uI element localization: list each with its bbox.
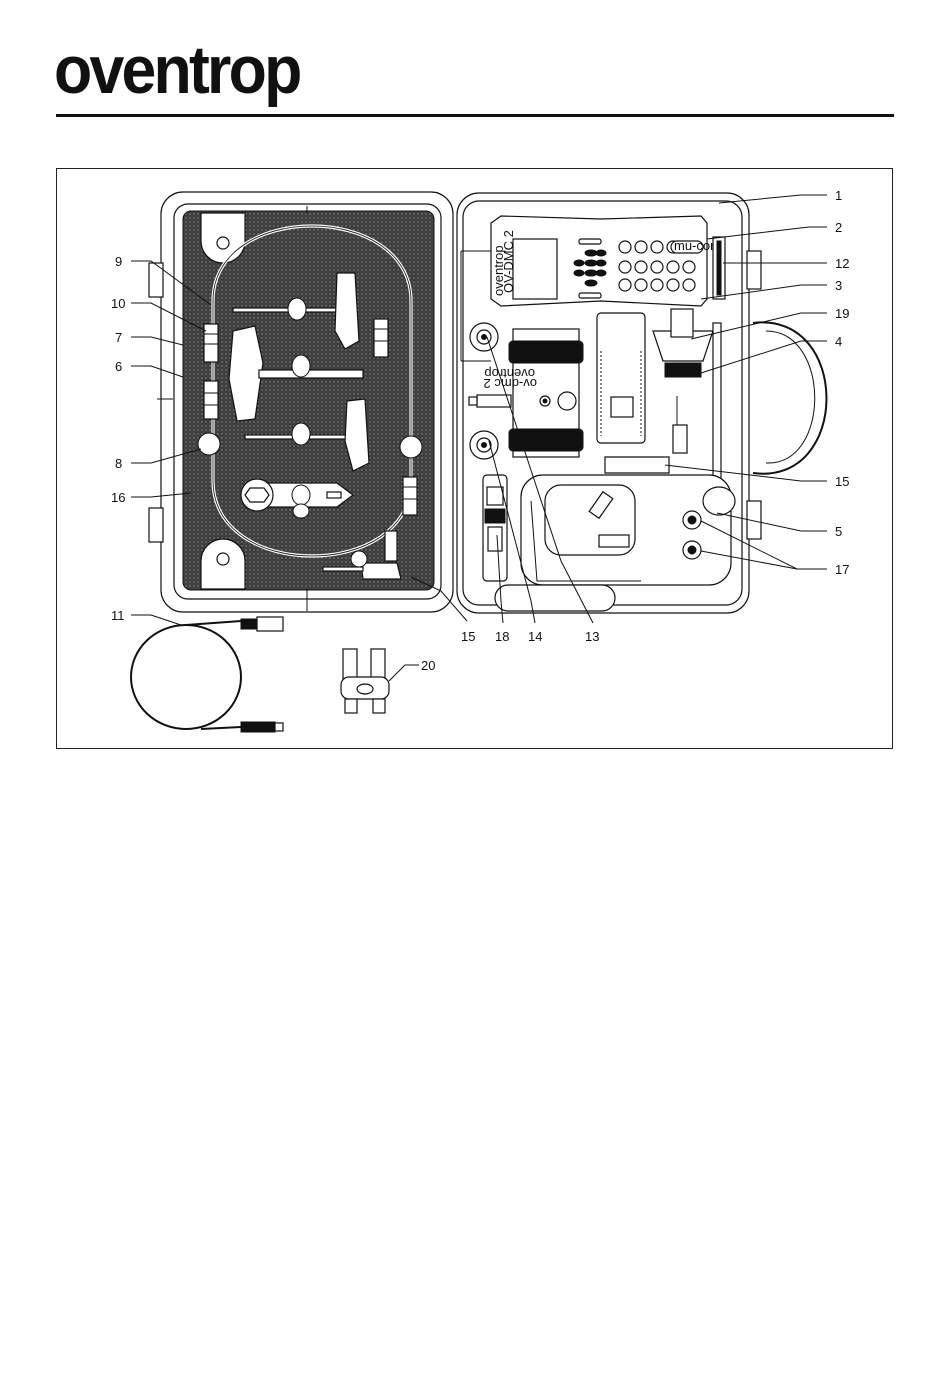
right-case-half: oventrop OV-DMC 2 mu-cons — [457, 193, 827, 613]
callout-15-left: 15 — [461, 629, 475, 644]
callout-5: 5 — [835, 524, 842, 539]
module-model-text: ov-dmc 2 — [484, 376, 537, 391]
callout-14: 14 — [528, 629, 542, 644]
dual-adapter — [341, 649, 389, 713]
meter-model-text: OV-DMC 2 — [501, 230, 516, 293]
header-rule — [56, 114, 894, 117]
usb-cable — [131, 617, 283, 732]
callout-11: 11 — [111, 608, 125, 623]
callout-15-right: 15 — [835, 474, 849, 489]
callout-18: 18 — [495, 629, 509, 644]
case-diagram-figure: oventrop OV-DMC 2 mu-cons — [56, 168, 893, 749]
callout-20: 20 — [421, 658, 435, 673]
case-diagram: oventrop OV-DMC 2 mu-cons — [57, 169, 894, 750]
callout-12: 12 — [835, 256, 849, 271]
callout-10: 10 — [111, 296, 125, 311]
callout-6: 6 — [115, 359, 122, 374]
callout-8: 8 — [115, 456, 122, 471]
callout-13: 13 — [585, 629, 599, 644]
callout-1: 1 — [835, 188, 842, 203]
oventrop-logo: oventrop — [54, 30, 266, 110]
callout-2: 2 — [835, 220, 842, 235]
callout-4: 4 — [835, 334, 842, 349]
callout-9: 9 — [115, 254, 122, 269]
callout-16: 16 — [111, 490, 125, 505]
left-case-half — [149, 192, 453, 612]
handheld-meter: oventrop OV-DMC 2 mu-cons — [491, 216, 724, 306]
callout-3: 3 — [835, 278, 842, 293]
callout-17: 17 — [835, 562, 849, 577]
callout-7: 7 — [115, 330, 122, 345]
callout-19: 19 — [835, 306, 849, 321]
